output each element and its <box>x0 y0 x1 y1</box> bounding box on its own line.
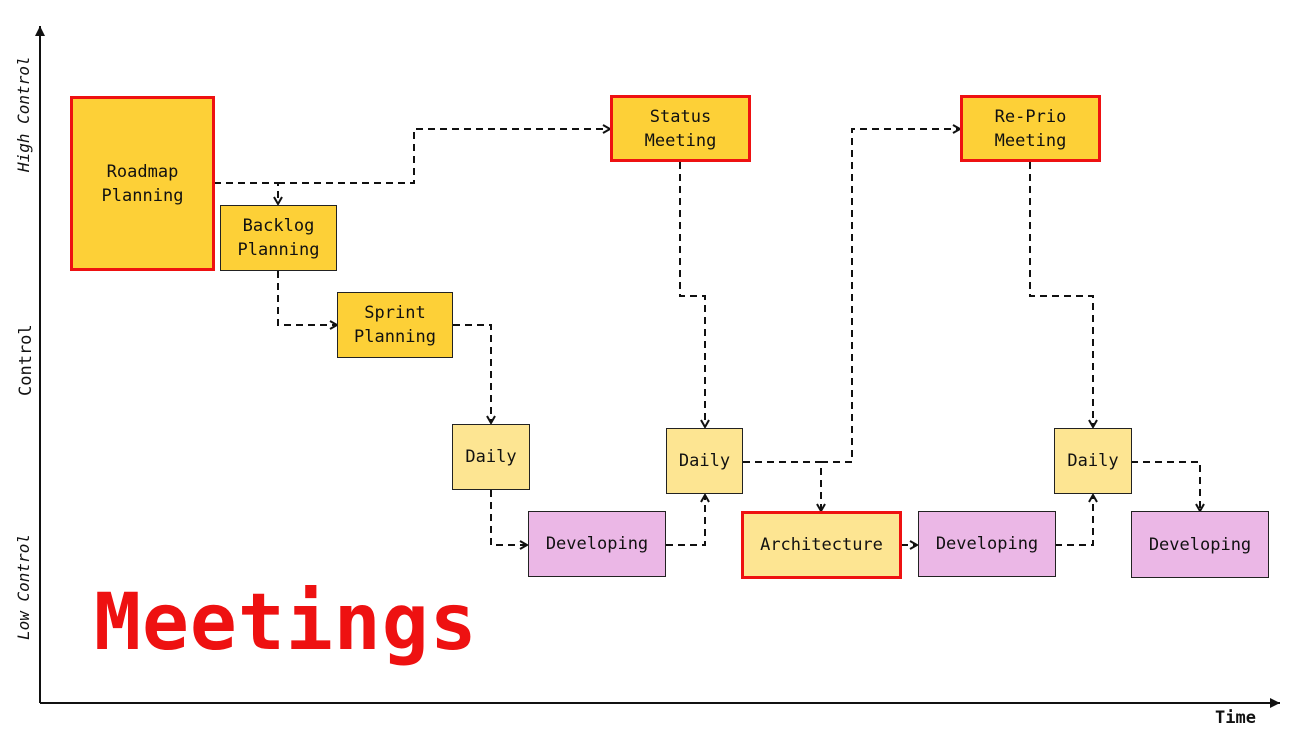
node-developing-1: Developing <box>528 511 666 577</box>
edge-roadmap-status <box>278 129 610 184</box>
edge-roadmap-backlog <box>214 182 278 204</box>
node-sprint-planning: Sprint Planning <box>337 292 453 358</box>
node-daily-3-label: Daily <box>1067 451 1119 471</box>
node-status-meeting: Status Meeting <box>610 95 751 162</box>
node-daily-3: Daily <box>1054 428 1132 494</box>
edge-backlog-sprint <box>277 271 337 325</box>
edge-sprint-daily1 <box>453 324 491 423</box>
y-axis-label-high: High Control <box>14 56 33 172</box>
edge-daily2-architecture <box>743 461 821 511</box>
node-backlog-planning: Backlog Planning <box>220 205 337 271</box>
node-reprio-meeting-label: Re-Prio Meeting <box>994 106 1067 151</box>
node-developing-2: Developing <box>918 511 1056 577</box>
y-axis-label-mid: Control <box>16 324 36 396</box>
edge-reprio-daily3 <box>1029 162 1093 427</box>
node-daily-1-label: Daily <box>465 447 517 467</box>
node-roadmap-planning-label: Roadmap Planning <box>101 161 184 206</box>
node-reprio-meeting: Re-Prio Meeting <box>960 95 1101 162</box>
node-architecture: Architecture <box>741 511 902 579</box>
node-daily-1: Daily <box>452 424 530 490</box>
y-axis-label-low: Low Control <box>14 534 33 640</box>
node-developing-3: Developing <box>1131 511 1269 578</box>
node-sprint-planning-label: Sprint Planning <box>354 303 436 347</box>
edge-dev1-daily2 <box>666 495 705 546</box>
edge-status-daily2 <box>679 162 705 427</box>
edge-daily1-dev1 <box>490 490 527 545</box>
node-daily-2-label: Daily <box>678 451 731 471</box>
diagram-title: Meetings <box>94 578 478 668</box>
node-backlog-planning-label: Backlog Planning <box>237 216 320 260</box>
node-status-meeting-label: Status Meeting <box>644 106 717 151</box>
edge-daily2-reprio <box>821 129 960 463</box>
node-developing-3-label: Developing <box>1148 534 1252 555</box>
node-daily-2: Daily <box>666 428 743 494</box>
edge-dev2-daily3 <box>1055 495 1093 546</box>
node-developing-2-label: Developing <box>935 534 1039 554</box>
node-architecture-label: Architecture <box>760 535 883 555</box>
edge-daily3-dev3 <box>1131 461 1200 511</box>
x-axis-label: Time <box>1215 708 1256 728</box>
node-roadmap-planning: Roadmap Planning <box>70 96 215 271</box>
node-developing-1-label: Developing <box>545 534 649 554</box>
